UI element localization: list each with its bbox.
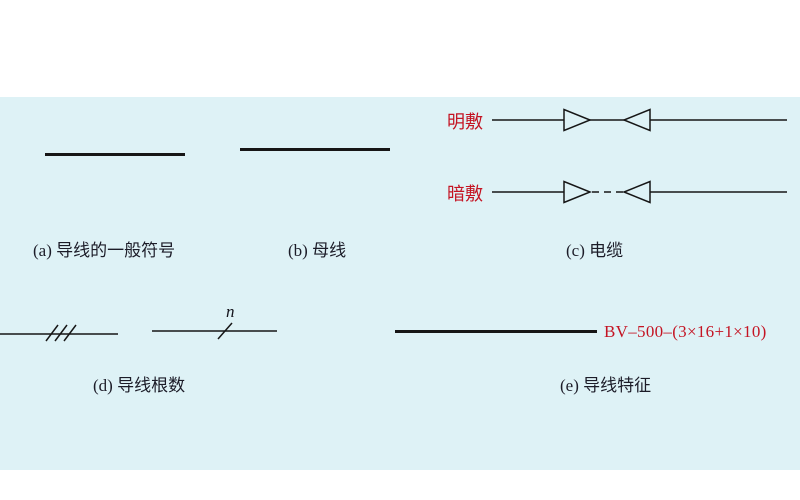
surface-mount-label: 明敷 bbox=[447, 112, 483, 132]
cable-surface-symbol bbox=[492, 108, 787, 132]
wire-count-n-symbol bbox=[152, 322, 277, 340]
caption-d: (d) 导线根数 bbox=[93, 376, 186, 395]
wire-spec-text: BV–500–(3×16+1×10) bbox=[604, 322, 767, 341]
slash-icon bbox=[217, 322, 233, 340]
triangle-left-icon bbox=[621, 180, 651, 204]
figure-panel bbox=[0, 97, 800, 470]
caption-b: (b) 母线 bbox=[288, 241, 347, 260]
busbar-line bbox=[240, 148, 390, 151]
triangle-right-icon bbox=[563, 108, 593, 132]
triangle-right-icon bbox=[563, 180, 593, 204]
caption-e: (e) 导线特征 bbox=[560, 376, 652, 395]
caption-c: (c) 电缆 bbox=[566, 241, 624, 260]
cable-concealed-symbol bbox=[492, 180, 787, 204]
triangle-left-icon bbox=[621, 108, 651, 132]
slash-icon bbox=[45, 324, 59, 342]
wire-general-symbol-line bbox=[45, 153, 185, 156]
wire-spec-line bbox=[395, 330, 597, 333]
n-label: n bbox=[226, 302, 235, 321]
slash-icon bbox=[54, 324, 68, 342]
wire-count-three-slashes-symbol bbox=[0, 324, 118, 342]
concealed-mount-label: 暗敷 bbox=[447, 184, 483, 204]
slash-icon bbox=[63, 324, 77, 342]
caption-a: (a) 导线的一般符号 bbox=[33, 241, 176, 260]
